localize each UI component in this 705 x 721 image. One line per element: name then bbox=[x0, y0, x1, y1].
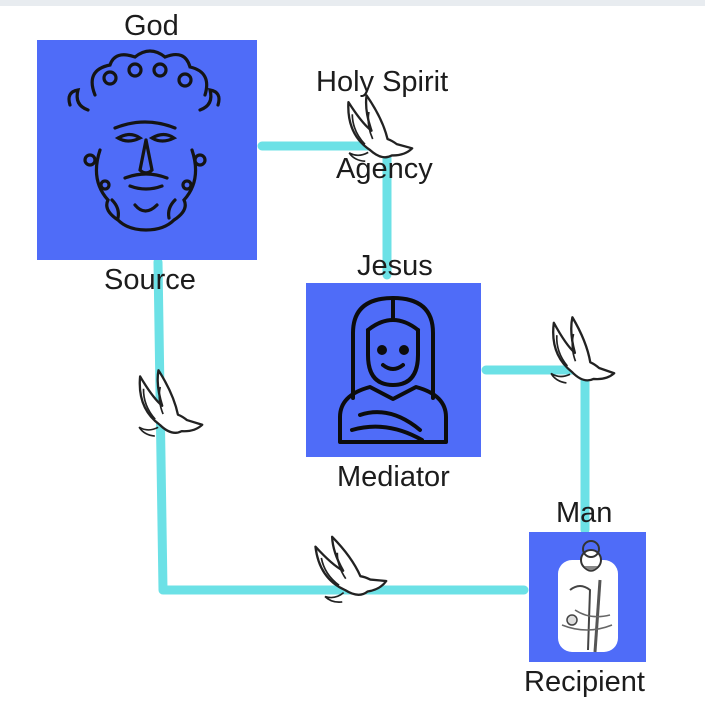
god-title: God bbox=[124, 10, 179, 42]
jesus-portrait-icon bbox=[338, 296, 448, 444]
god-role: Source bbox=[104, 264, 196, 296]
bearded-face-icon bbox=[67, 49, 221, 232]
man-role: Recipient bbox=[524, 666, 645, 698]
holy-spirit-title: Holy Spirit bbox=[316, 66, 449, 98]
robed-man-icon bbox=[558, 540, 618, 653]
top-strip bbox=[0, 0, 705, 6]
jesus-title: Jesus bbox=[357, 250, 433, 282]
dove-icon bbox=[132, 365, 205, 439]
holy-spirit-role: Agency bbox=[336, 153, 433, 185]
jesus-role: Mediator bbox=[337, 461, 450, 493]
man-title: Man bbox=[556, 497, 613, 529]
